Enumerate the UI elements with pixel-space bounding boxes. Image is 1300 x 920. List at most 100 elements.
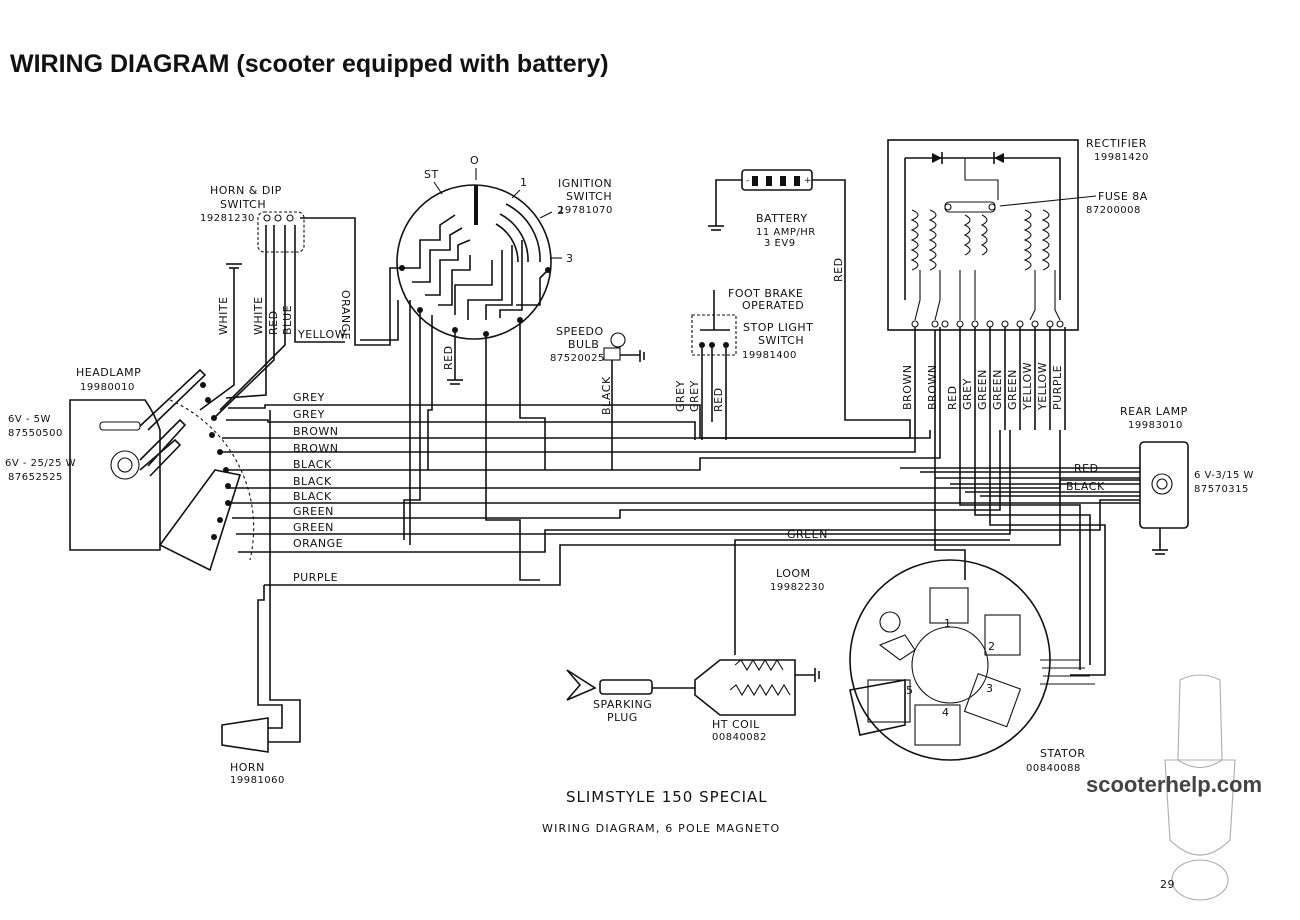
rear-lamp-bulb-code: 87570315 (1194, 484, 1249, 495)
rear-lamp: REAR LAMP 19983010 6 V-3/15 W 87570315 R… (1066, 405, 1254, 555)
plug-name-1: SPARKING (593, 698, 652, 711)
diagram-title: WIRING DIAGRAM (scooter equipped with ba… (10, 50, 609, 78)
page-number: 29 (1160, 878, 1175, 891)
rectifier-wire-labels: BROWN BROWN RED GREY GREEN GREEN GREEN Y… (901, 362, 1064, 411)
wire-label-rear-red: RED (1074, 462, 1099, 475)
rear-lamp-name: REAR LAMP (1120, 405, 1188, 418)
rectifier-code: 19981420 (1094, 152, 1149, 163)
ignition-name-1: IGNITION (558, 177, 612, 190)
foot-brake-name-1: FOOT BRAKE (728, 287, 803, 300)
harness-labels: GREY GREY BROWN BROWN BLACK BLACK BLACK … (293, 391, 343, 584)
caption-model: SLIMSTYLE 150 SPECIAL (566, 788, 768, 806)
horn: HORN 19981060 (221, 410, 301, 786)
wire-label-battery-red: RED (832, 257, 845, 282)
stop-switch-name-2: SWITCH (758, 334, 804, 347)
wire-label-stop-grey2: GREY (688, 380, 701, 412)
svg-text:-: - (746, 176, 749, 186)
stop-switch-code: 19981400 (742, 350, 797, 361)
ignition-code: 19781070 (558, 205, 613, 216)
plug-name-2: PLUG (607, 711, 638, 724)
foot-brake-name-2: OPERATED (742, 299, 804, 312)
rect-wire-red: RED (946, 385, 959, 410)
rect-wire-green-2: GREEN (991, 369, 1004, 410)
ignition-switch: O 1 2 3 ST IGNITION SWITCH 19781070 (360, 154, 613, 581)
ignition-pos-3: 3 (566, 252, 574, 265)
main-harness (222, 330, 1140, 676)
wire-label-rear-black: BLACK (1066, 480, 1105, 493)
rect-wire-purple: PURPLE (1051, 365, 1064, 410)
wire-label-speedo-black: BLACK (600, 376, 613, 415)
wire-label-yellow: YELLOW (297, 328, 346, 341)
rectifier: RECTIFIER 19981420 FUSE 8A 87200008 BROW… (887, 137, 1149, 430)
wire-label-green-loom: GREEN (787, 528, 828, 541)
harness-label-brown-1: BROWN (293, 425, 338, 438)
ignition-pos-2: 2 (557, 204, 565, 217)
harness-label-black-2: BLACK (293, 475, 332, 488)
rear-lamp-code: 19983010 (1128, 420, 1183, 431)
ignition-pos-o: O (470, 154, 479, 167)
rect-wire-brown-1: BROWN (901, 365, 914, 410)
watermark-text: scooterhelp.com (1086, 772, 1262, 797)
ignition-pos-1: 1 (520, 176, 528, 189)
harness-label-grey-1: GREY (293, 391, 325, 404)
svg-text:+: + (804, 176, 812, 186)
stator-coil-3: 3 (986, 682, 994, 695)
speedo-bulb: SPEEDO BULB 87520025 BLACK (550, 325, 645, 470)
harness-label-green-2: GREEN (293, 521, 334, 534)
rect-wire-green-1: GREEN (976, 369, 989, 410)
ht-coil-code: 00840082 (712, 732, 767, 743)
battery: - + BATTERY 11 AMP/HR 3 EV9 RED (708, 169, 911, 430)
headlamp-bulb2-code: 87652525 (8, 472, 63, 483)
loom-name: LOOM (776, 567, 811, 580)
rectifier-terminals (911, 320, 1064, 328)
fuse-code: 87200008 (1086, 205, 1141, 216)
horn-dip-code: 19281230 (200, 213, 255, 224)
wire-label-red-a: RED (267, 310, 280, 335)
stator-name: STATOR (1040, 747, 1086, 760)
harness-label-green-1: GREEN (293, 505, 334, 518)
rect-wire-grey: GREY (961, 378, 974, 410)
headlamp-bulb1-spec: 6V - 5W (8, 414, 51, 425)
ignition-name-2: SWITCH (566, 190, 612, 203)
headlamp: 6V - 5W 87550500 6V - 25/25 W 87652525 H… (5, 366, 255, 572)
wire-label-stop-grey1: GREY (674, 380, 687, 412)
battery-spec-1: 11 AMP/HR (756, 227, 816, 238)
ignition-pos-st: ST (424, 168, 439, 181)
rect-wire-yellow-1: YELLOW (1021, 362, 1034, 411)
harness-label-grey-2: GREY (293, 408, 325, 421)
watermark-scooter-image (1164, 674, 1236, 901)
battery-spec-2: 3 EV9 (764, 238, 796, 249)
horn-dip-switch: HORN & DIP SWITCH 19281230 WHITE WHITE R… (199, 184, 402, 421)
wire-label-white-a: WHITE (217, 296, 230, 335)
stator-coil-4: 4 (942, 706, 950, 719)
horn-dip-name-1: HORN & DIP (210, 184, 282, 197)
speedo-code: 87520025 (550, 353, 605, 364)
rectifier-name: RECTIFIER (1086, 137, 1147, 150)
wire-label-stop-red: RED (712, 387, 725, 412)
stator-code: 00840088 (1026, 763, 1081, 774)
speedo-name-2: BULB (568, 338, 599, 351)
stop-switch-name-1: STOP LIGHT (743, 321, 813, 334)
rear-lamp-spec: 6 V-3/15 W (1194, 470, 1254, 481)
stator: 1 2 3 4 5 STATOR 00840088 (849, 559, 1095, 774)
loom-and-ignition-coil: GREEN LOOM 19982230 HT COIL 00840082 SPA… (566, 528, 1010, 743)
stop-light-switch: FOOT BRAKE OPERATED STOP LIGHT SWITCH 19… (674, 287, 813, 440)
harness-label-purple: PURPLE (293, 571, 338, 584)
headlamp-code: 19980010 (80, 382, 135, 393)
headlamp-name: HEADLAMP (76, 366, 141, 379)
rect-wire-yellow-2: YELLOW (1036, 362, 1049, 411)
rect-wire-green-3: GREEN (1006, 369, 1019, 410)
speedo-name-1: SPEEDO (556, 325, 604, 338)
ht-coil-name: HT COIL (712, 718, 760, 731)
wire-label-blue: BLUE (281, 305, 294, 335)
horn-name: HORN (230, 761, 265, 774)
fuse-name: FUSE 8A (1098, 190, 1148, 203)
wire-label-white-b: WHITE (252, 296, 265, 335)
harness-label-black-3: BLACK (293, 490, 332, 503)
wire-label-ign-red: RED (442, 345, 455, 370)
loom-code: 19982230 (770, 582, 825, 593)
caption-subtitle: WIRING DIAGRAM, 6 POLE MAGNETO (542, 822, 780, 835)
headlamp-bulb2-spec: 6V - 25/25 W (5, 458, 76, 469)
wire-label-orange: ORANGE (339, 290, 352, 340)
